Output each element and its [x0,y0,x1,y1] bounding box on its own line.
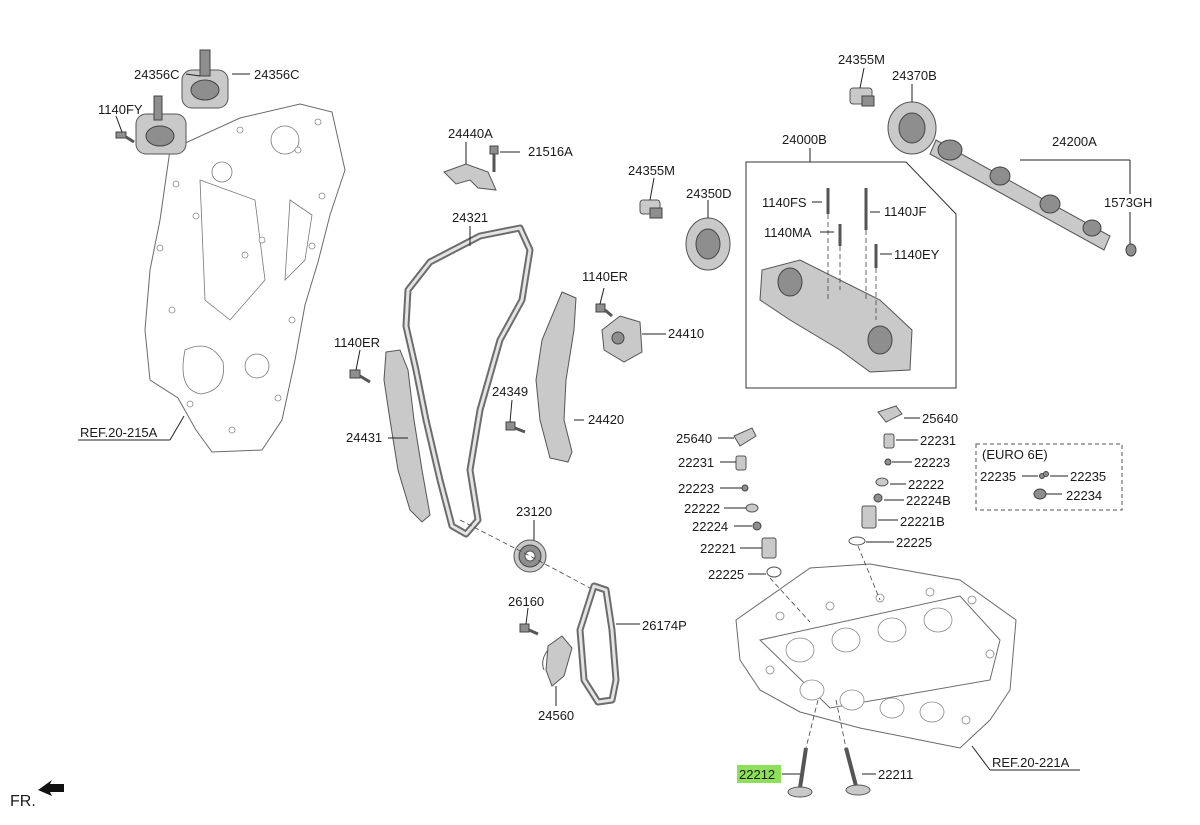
callout-1140er-right[interactable]: 1140ER [582,269,628,284]
sprocket-23120 [513,539,547,573]
callout-24440a[interactable]: 24440A [448,126,493,141]
callout-26174p[interactable]: 26174P [642,618,687,633]
callout-22235-a[interactable]: 22235 [980,469,1016,484]
callout-22231-left[interactable]: 22231 [678,455,714,470]
callout-24349[interactable]: 24349 [492,384,528,399]
camshaft-24200a [929,139,1137,257]
callout-22225-left[interactable]: 22225 [708,567,744,582]
bolt-24349 [505,421,526,434]
callout-22212[interactable]: 22212 [739,767,775,782]
timing-cover-drawing [115,49,346,453]
valve-train-left-parts [733,427,782,578]
ref-20-215a-link[interactable]: REF.20-215A [80,425,158,440]
callout-24370b[interactable]: 24370B [892,68,937,83]
callout-1140jf[interactable]: 1140JF [884,204,926,219]
callout-22234[interactable]: 22234 [1066,488,1102,503]
front-label: FR. [10,793,36,810]
intake-valve-22211 [844,747,871,796]
bolt-1140fy [115,131,135,144]
chain-guide-24431 [383,349,431,523]
timing-chain-24321 [402,224,534,538]
euro-6e-title: (EURO 6E) [982,447,1048,462]
cam-phaser-24350d [685,217,731,271]
callout-21516a[interactable]: 21516A [528,144,573,159]
callout-25640-right[interactable]: 25640 [922,411,958,426]
bolt-1140er-left [349,369,371,384]
highlight-22212 [737,765,781,783]
callout-1573gh[interactable]: 1573GH [1104,195,1152,210]
callout-25640-left[interactable]: 25640 [676,431,712,446]
cylinder-head-drawing [735,545,1017,749]
callout-24420[interactable]: 24420 [588,412,624,427]
callout-1140fy[interactable]: 1140FY [98,102,143,117]
euro-6e-box [975,443,1123,511]
callout-24356c-right[interactable]: 24356C [254,67,300,82]
callout-24350d[interactable]: 24350D [686,186,732,201]
callout-24200a[interactable]: 24200A [1052,134,1097,149]
callout-22221b[interactable]: 22221B [900,514,945,529]
tensioner-24560 [542,635,573,687]
callout-24355m-top[interactable]: 24355M [838,52,885,67]
callout-22223-left[interactable]: 22223 [678,481,714,496]
oil-control-valve-upper [849,87,875,107]
belt-26174p [576,582,620,706]
callout-22222-left[interactable]: 22222 [684,501,720,516]
callout-24321[interactable]: 24321 [452,210,488,225]
callout-22224-left[interactable]: 22224 [692,519,728,534]
callout-22225-right[interactable]: 22225 [896,535,932,550]
callout-22211[interactable]: 22211 [878,767,913,782]
bracket-24440a [443,145,499,191]
tensioner-arm-24420 [535,291,577,463]
callout-24000b[interactable]: 24000B [782,132,827,147]
callout-labels: 24356C 24356C 1140FY 24440A 21516A 24321… [10,52,1152,810]
callout-22221-left[interactable]: 22221 [700,541,736,556]
callout-22224b[interactable]: 22224B [906,493,951,508]
callout-1140ma[interactable]: 1140MA [764,225,812,240]
bolt-26160 [519,623,539,636]
tensioner-24410 [595,303,643,363]
callout-22231-right[interactable]: 22231 [920,433,956,448]
camshaft-assembly-box [745,161,957,389]
ref-20-221a-link[interactable]: REF.20-221A [992,755,1070,770]
cam-phaser-24370b [887,101,937,155]
callout-1140ey[interactable]: 1140EY [894,247,940,262]
exhaust-valve-22212 [787,747,813,798]
valve-train-right-parts [848,405,903,546]
oil-control-valve-mid [639,199,663,219]
callout-24356c-top[interactable]: 24356C [134,67,180,82]
callout-26160[interactable]: 26160 [508,594,544,609]
callout-23120[interactable]: 23120 [516,504,552,519]
callout-24410[interactable]: 24410 [668,326,704,341]
front-arrow-icon [38,780,64,796]
callout-22235-b[interactable]: 22235 [1070,469,1106,484]
callout-24560[interactable]: 24560 [538,708,574,723]
callout-1140fs[interactable]: 1140FS [762,195,807,210]
engine-mount-upper [181,49,229,109]
callout-24355m-mid[interactable]: 24355M [628,163,675,178]
callout-22222-right[interactable]: 22222 [908,477,944,492]
callout-24431[interactable]: 24431 [346,430,382,445]
engine-mount-lower [135,95,187,155]
leader-lines [78,67,1131,775]
callout-1140er-left[interactable]: 1140ER [334,335,380,350]
callout-22223-right[interactable]: 22223 [914,455,950,470]
